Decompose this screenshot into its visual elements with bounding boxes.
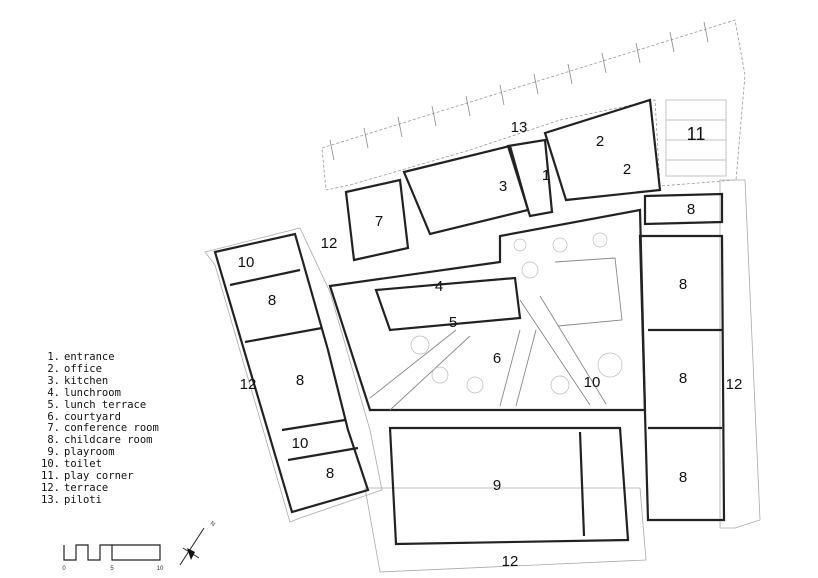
label-childcare-e1: 8 bbox=[679, 276, 687, 293]
legend-label: lunchroom bbox=[64, 386, 121, 399]
legend-item: 9. playroom bbox=[38, 446, 159, 459]
label-terrace-e: 12 bbox=[726, 376, 743, 393]
legend-num: 12. bbox=[41, 481, 60, 494]
legend-num: 7. bbox=[47, 422, 60, 435]
legend-label: terrace bbox=[64, 481, 109, 494]
label-toilet-c: 10 bbox=[584, 374, 601, 391]
legend-item: 10. toilet bbox=[38, 458, 159, 471]
label-lunch-terrace: 5 bbox=[449, 314, 457, 331]
legend-label: courtyard bbox=[64, 410, 121, 423]
courtyard-paths bbox=[369, 257, 623, 411]
legend-item: 12. terrace bbox=[38, 481, 159, 495]
legend-num: 6. bbox=[47, 410, 60, 423]
legend-num: 8. bbox=[47, 434, 60, 447]
legend-label: toilet bbox=[64, 458, 102, 471]
legend-num: 13. bbox=[41, 493, 60, 506]
legend-label: entrance bbox=[64, 351, 115, 363]
legend-label: piloti bbox=[64, 493, 102, 506]
north-arrow-icon: N bbox=[179, 521, 216, 566]
label-childcare-e2: 8 bbox=[679, 370, 687, 387]
label-courtyard: 6 bbox=[493, 350, 501, 367]
legend-item: 7. conference room bbox=[38, 422, 159, 435]
legend-item: 13. piloti bbox=[38, 493, 159, 507]
legend-label: lunch terrace bbox=[64, 398, 147, 411]
legend-num: 11. bbox=[41, 470, 60, 483]
legend-num: 2. bbox=[47, 362, 60, 375]
label-piloti: 13 bbox=[511, 119, 528, 136]
north-label: N bbox=[209, 521, 216, 528]
scale-bar: 0 5 10 bbox=[62, 544, 164, 572]
legend-label: playroom bbox=[64, 446, 115, 459]
label-play-corner: 11 bbox=[687, 124, 706, 144]
legend-num: 3. bbox=[47, 374, 60, 387]
label-kitchen: 3 bbox=[499, 178, 507, 195]
legend-item: 8. childcare room bbox=[38, 434, 159, 447]
piloti-boundary bbox=[321, 19, 746, 191]
walls bbox=[213, 98, 726, 546]
legend-item: 5. lunch terrace bbox=[38, 398, 159, 412]
label-office-a: 2 bbox=[596, 133, 604, 150]
label-terrace-s: 12 bbox=[502, 553, 519, 570]
scale-tick-0: 0 bbox=[62, 566, 66, 572]
label-entrance: 1 bbox=[542, 167, 550, 184]
legend-num: 5. bbox=[47, 398, 60, 411]
legend-item: 11. play corner bbox=[38, 470, 159, 483]
label-childcare-w1: 8 bbox=[268, 292, 276, 309]
legend-label: kitchen bbox=[64, 374, 109, 387]
play-corner-grid bbox=[665, 99, 727, 177]
legend-item: 1. entrance bbox=[38, 351, 159, 364]
legend-item: 6. courtyard bbox=[38, 410, 159, 424]
legend-item: 2. office bbox=[38, 362, 159, 376]
courtyard-trees bbox=[410, 232, 623, 395]
room-labels: 1 2 2 3 4 5 6 7 8 8 8 8 8 8 8 9 10 10 10… bbox=[238, 119, 743, 570]
legend-num: 1. bbox=[47, 351, 60, 363]
label-childcare-e0: 8 bbox=[687, 201, 695, 218]
legend-num: 9. bbox=[47, 446, 60, 459]
label-office-b: 2 bbox=[623, 161, 631, 178]
scale-tick-10: 10 bbox=[157, 566, 164, 572]
legend-item: 4. lunchroom bbox=[38, 386, 159, 400]
scale-tick-5: 5 bbox=[110, 566, 114, 572]
label-conference-room: 7 bbox=[375, 213, 383, 230]
legend-label: play corner bbox=[64, 470, 134, 483]
label-terrace-n: 12 bbox=[321, 235, 338, 252]
legend-item: 3. kitchen bbox=[38, 374, 159, 388]
label-playroom: 9 bbox=[493, 477, 501, 494]
label-toilet-w2: 10 bbox=[292, 435, 309, 452]
label-childcare-e3: 8 bbox=[679, 469, 687, 486]
label-lunchroom: 4 bbox=[435, 278, 443, 295]
label-childcare-w3: 8 bbox=[326, 465, 334, 482]
terrace-outlines bbox=[204, 179, 761, 573]
label-terrace-w: 12 bbox=[240, 376, 257, 393]
legend-label: childcare room bbox=[64, 434, 153, 447]
legend-num: 10. bbox=[41, 458, 60, 471]
legend: 1. entrance 2. office 3. kitchen 4. lunchroo… bbox=[38, 351, 159, 507]
label-toilet-w1: 10 bbox=[238, 254, 255, 271]
legend-label: office bbox=[64, 362, 102, 375]
label-childcare-w2: 8 bbox=[296, 372, 304, 389]
legend-num: 4. bbox=[47, 386, 60, 399]
legend-label: conference room bbox=[64, 422, 159, 435]
piloti-columns bbox=[329, 21, 709, 161]
